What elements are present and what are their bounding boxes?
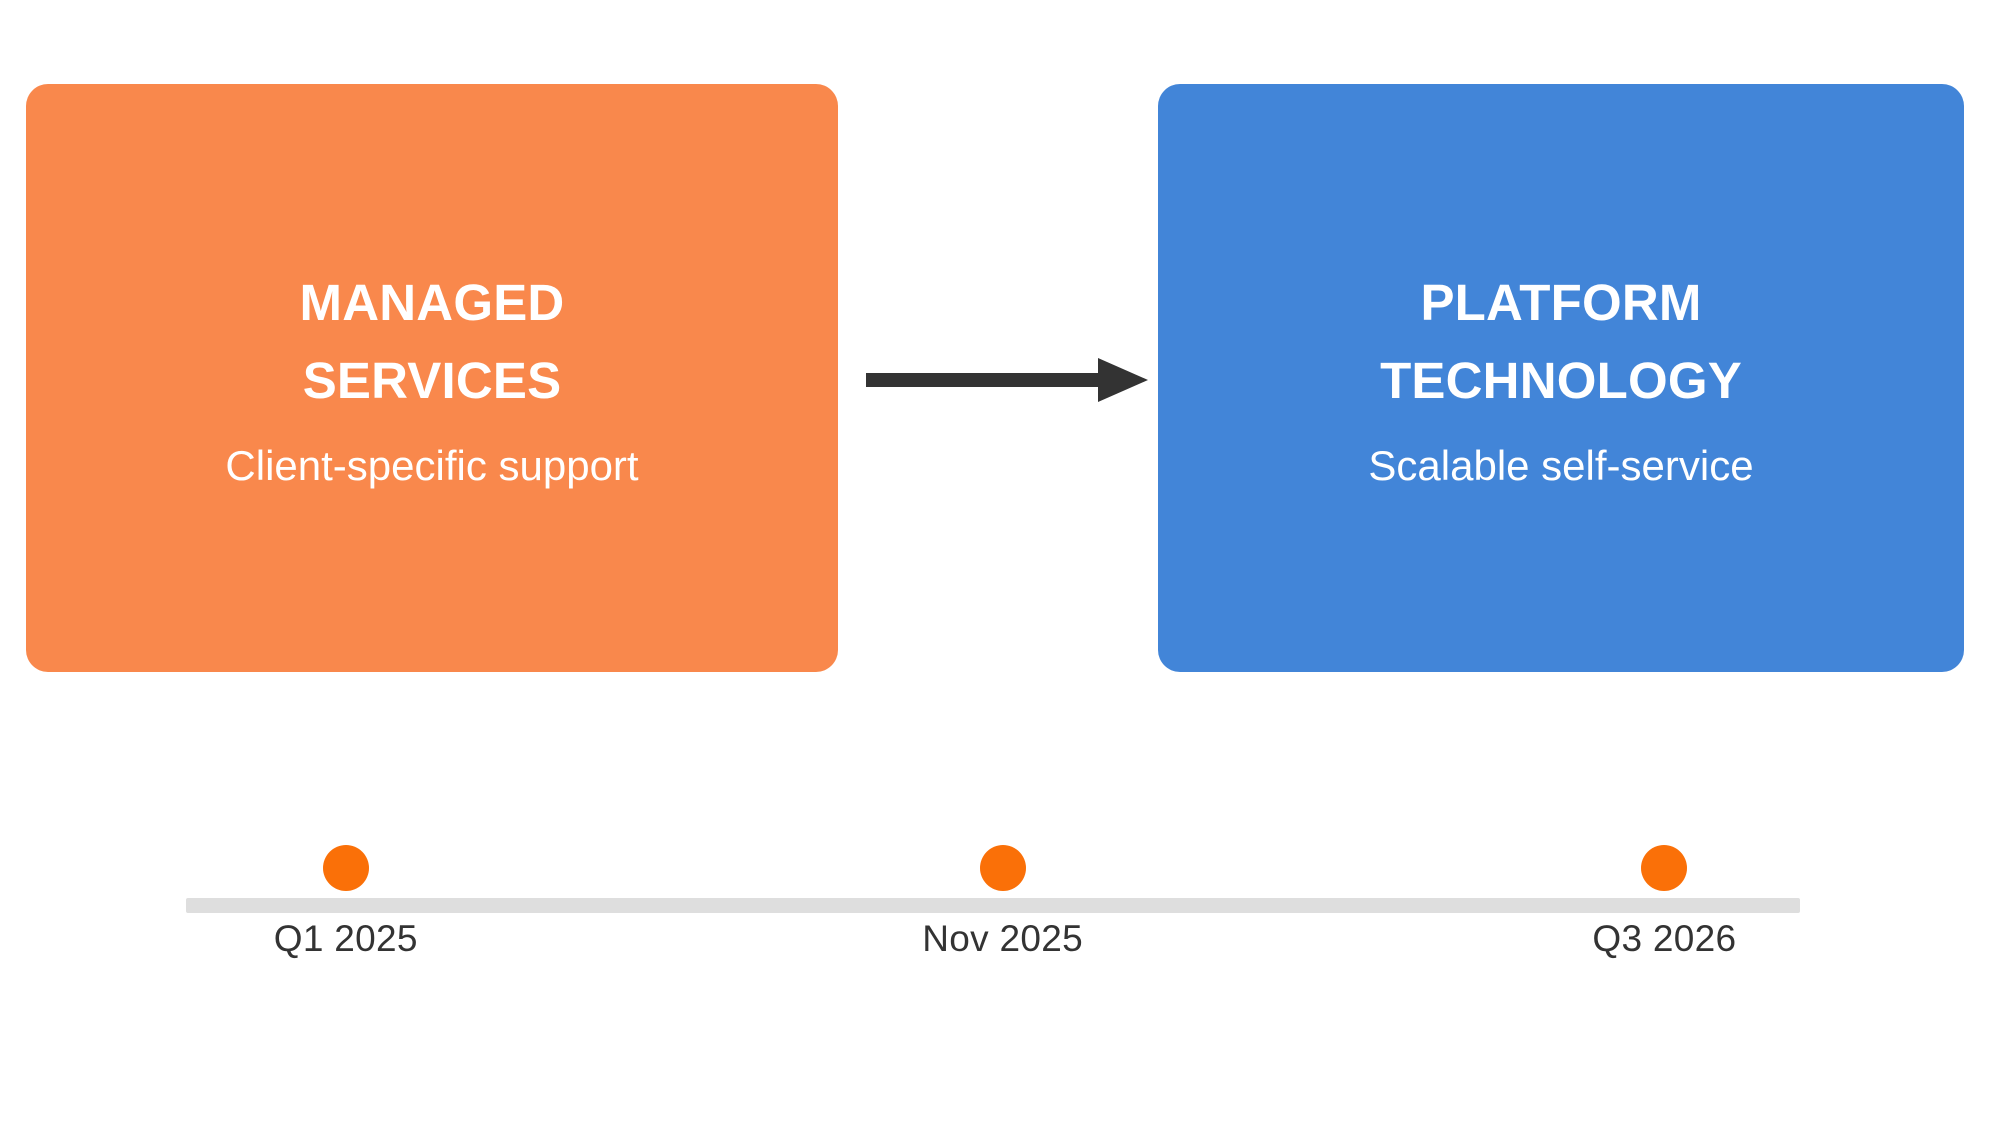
stage-subtitle-platform-technology: Scalable self-service <box>1368 442 1754 490</box>
stage-subtitle-managed-services: Client-specific support <box>225 442 639 490</box>
timeline-milestone[interactable]: Nov 2025 <box>903 845 1103 960</box>
timeline-milestone[interactable]: Q3 2026 <box>1564 845 1764 960</box>
milestone-dot-icon[interactable] <box>979 845 1026 891</box>
milestone-label: Nov 2025 <box>922 918 1084 959</box>
stage-title-managed-services: MANAGED SERVICES <box>299 274 565 409</box>
milestone-dot-icon[interactable] <box>322 845 369 891</box>
milestone-label: Q3 2026 <box>1592 918 1737 959</box>
milestone-label: Q1 2025 <box>273 918 418 959</box>
stage-card-platform-technology[interactable]: PLATFORM TECHNOLOGY Scalable self-servic… <box>1158 84 1964 672</box>
flow-arrow <box>866 352 1148 408</box>
timeline-track[interactable] <box>186 898 1800 913</box>
arrow-right-icon <box>866 358 1148 402</box>
timeline-milestone[interactable]: Q1 2025 <box>246 845 446 960</box>
stage-title-platform-technology: PLATFORM TECHNOLOGY <box>1380 274 1742 409</box>
stage-card-managed-services[interactable]: MANAGED SERVICES Client-specific support <box>26 84 838 672</box>
milestone-dot-icon[interactable] <box>1641 845 1688 891</box>
